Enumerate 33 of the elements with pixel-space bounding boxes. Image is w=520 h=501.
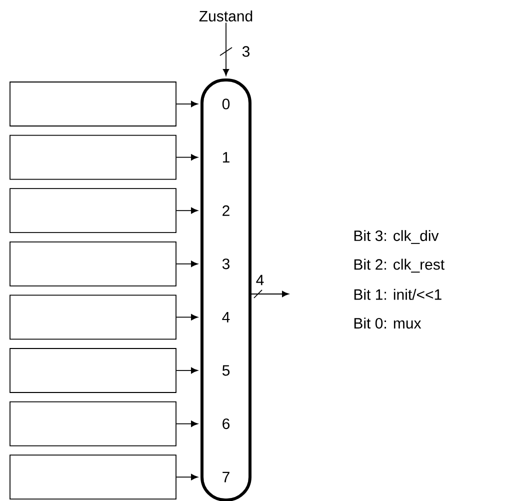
input-box (10, 348, 176, 393)
arrow (222, 22, 230, 76)
arrow (251, 290, 289, 298)
input-number: 4 (222, 312, 230, 322)
input-box (10, 454, 176, 500)
input-box (10, 241, 176, 286)
select-label: Zustand (199, 10, 252, 22)
input-number: 0 (222, 98, 230, 110)
arrow (176, 260, 198, 267)
input-number: 6 (222, 418, 230, 430)
input-box (10, 82, 176, 126)
bit-description: Bit 1: init/<<1 (354, 288, 442, 300)
input-box (10, 188, 176, 234)
arrow (176, 474, 198, 480)
bit-description: Bit 2: clk_rest (354, 258, 444, 273)
input-number: 1 (222, 152, 230, 162)
arrow (176, 208, 198, 214)
input-number: 5 (222, 365, 230, 376)
arrow (176, 100, 198, 108)
arrow (176, 154, 198, 160)
input-number: 7 (222, 472, 230, 482)
arrow (176, 314, 198, 320)
input-box (10, 134, 176, 180)
arrow (176, 420, 198, 427)
input-number: 3 (222, 258, 230, 270)
bus-width-label: 4 (256, 274, 264, 286)
bus-width-label: 3 (242, 46, 250, 57)
arrow (176, 367, 198, 374)
bit-description: Bit 3: clk_div (354, 230, 439, 244)
input-number: 2 (222, 205, 230, 216)
input-box (10, 401, 176, 446)
bit-description: Bit 0: mux (354, 318, 422, 329)
input-box (10, 294, 176, 340)
